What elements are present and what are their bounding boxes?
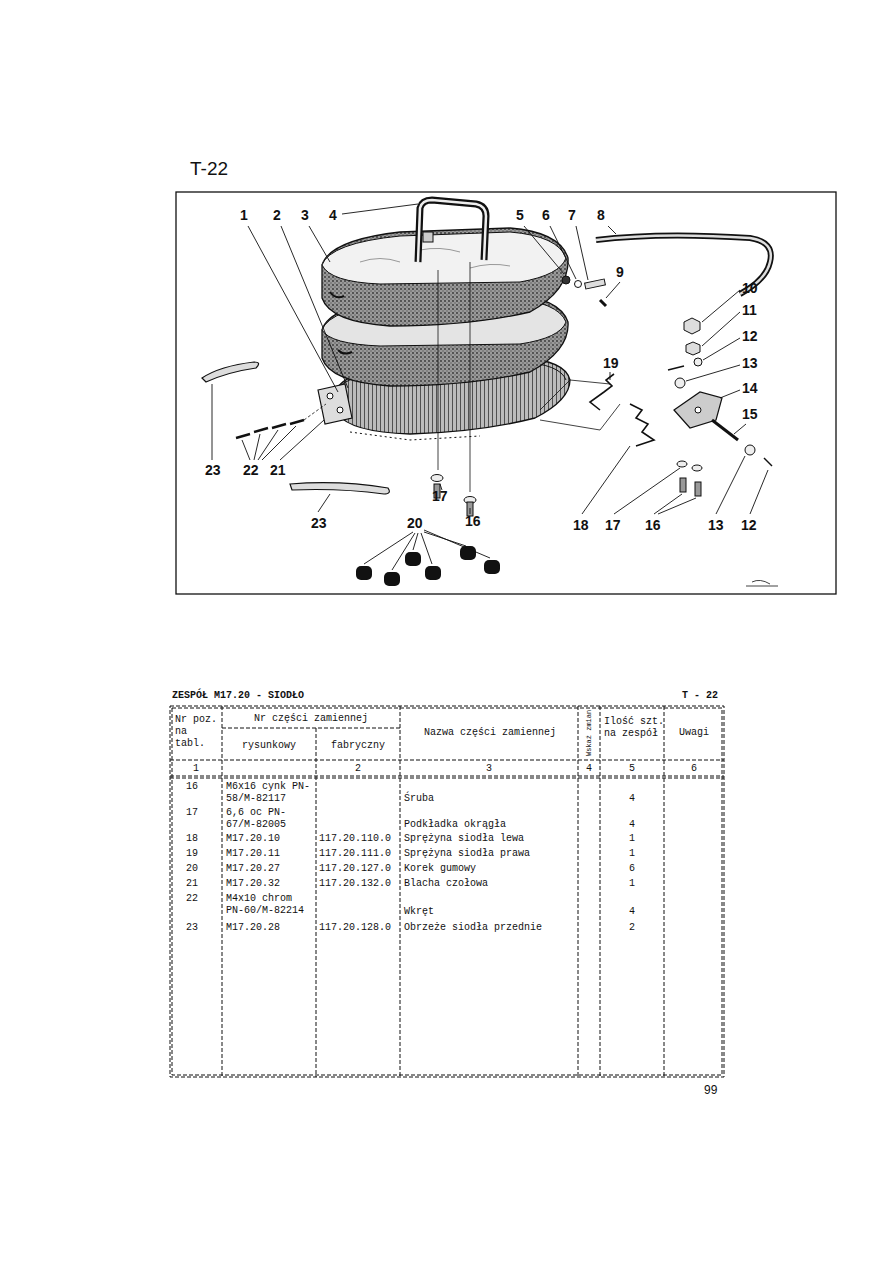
column-number: 3: [486, 763, 492, 775]
table-cell: Wkręt: [404, 906, 434, 918]
callout-number: 12: [741, 517, 757, 533]
table-cell: Blacha czołowa: [404, 878, 488, 890]
table-cell: Sprężyna siodła lewa: [404, 833, 524, 845]
column-header: Wskaź zmian: [585, 710, 593, 756]
callout-number: 10: [742, 280, 758, 296]
table-cell: 16: [186, 781, 198, 793]
table-cell: 117.20.132.0: [319, 878, 391, 890]
column-number: 4: [586, 763, 592, 775]
column-header: Nazwa części zamiennej: [424, 727, 556, 739]
column-header: Ilość szt. na zespół: [604, 716, 664, 740]
callout-number: 23: [205, 462, 221, 478]
table-cell: 4: [629, 819, 635, 831]
table-cell: 4: [629, 793, 635, 805]
page-code: T-22: [190, 158, 228, 180]
callout-number: 14: [742, 380, 758, 396]
table-cell: M17.20.10: [226, 833, 280, 845]
callout-number: 13: [742, 355, 758, 371]
callout-number: 13: [708, 517, 724, 533]
column-number: 6: [691, 763, 697, 775]
callout-number: 3: [301, 207, 309, 223]
column-header: Nr części zamiennej: [254, 713, 368, 725]
callout-number: 16: [645, 517, 661, 533]
callout-number: 15: [742, 406, 758, 422]
callout-number: 19: [603, 355, 619, 371]
callout-number: 4: [329, 207, 337, 223]
table-cell: 19: [186, 848, 198, 860]
callout-number: 22: [243, 462, 259, 478]
callout-number: 7: [568, 207, 576, 223]
table-cell: 117.20.110.0: [319, 833, 391, 845]
table-cell: M6x16 cynk PN-58/M-82117: [226, 781, 314, 805]
table-cell: 1: [629, 833, 635, 845]
table-cell: M17.20.27: [226, 863, 280, 875]
table-heading: ZESPÓŁ M17.20 - SIODŁO: [172, 690, 304, 702]
table-cell: 21: [186, 878, 198, 890]
table-cell: Korek gumowy: [404, 863, 476, 875]
callout-number: 6: [542, 207, 550, 223]
table-cell: M17.20.28: [226, 922, 280, 934]
callout-number: 17: [605, 517, 621, 533]
callout-number: 21: [270, 462, 286, 478]
callout-number: 1: [240, 207, 248, 223]
column-number: 5: [629, 763, 635, 775]
page-number: 99: [704, 1084, 717, 1096]
table-cell: 23: [186, 922, 198, 934]
table-cell: 20: [186, 863, 198, 875]
callout-number: 2: [273, 207, 281, 223]
callout-number: 17: [432, 488, 448, 504]
page-code: T - 22: [682, 690, 718, 702]
callout-number: 23: [311, 515, 327, 531]
table-cell: 4: [629, 906, 635, 918]
callout-number: 5: [516, 207, 524, 223]
table-cell: 6,6 oc PN-67/M-82005: [226, 807, 314, 831]
table-cell: 117.20.127.0: [319, 863, 391, 875]
callout-number: 8: [597, 207, 605, 223]
table-cell: M17.20.32: [226, 878, 280, 890]
callout-number: 20: [407, 515, 423, 531]
column-number: 1: [193, 763, 199, 775]
callout-number: 18: [573, 517, 589, 533]
table-cell: M4x10 chrom PN-60/M-82214: [226, 893, 314, 917]
table-cell: Obrzeże siodła przednie: [404, 922, 542, 934]
table-cell: 17: [186, 807, 198, 819]
callout-number: 9: [616, 264, 624, 280]
table-cell: 117.20.111.0: [319, 848, 391, 860]
table-cell: 1: [629, 878, 635, 890]
table-cell: Podkładka okrągła: [404, 819, 506, 831]
column-header: rysunkowy: [242, 740, 296, 752]
callout-number: 11: [742, 302, 757, 318]
table-cell: 117.20.128.0: [319, 922, 391, 934]
column-header: fabryczny: [331, 740, 385, 752]
table-cell: Śruba: [404, 793, 434, 805]
table-cell: 22: [186, 893, 198, 905]
table-cell: 6: [629, 863, 635, 875]
table-cell: 2: [629, 922, 635, 934]
table-cell: 1: [629, 848, 635, 860]
table-cell: M17.20.11: [226, 848, 280, 860]
callout-number: 16: [465, 513, 481, 529]
column-header: Uwagi: [679, 727, 709, 739]
table-cell: 18: [186, 833, 198, 845]
column-number: 2: [355, 763, 361, 775]
table-cell: Sprężyna siodła prawa: [404, 848, 530, 860]
column-header: Nr poz. na tabl.: [175, 714, 221, 750]
callout-number: 12: [742, 328, 758, 344]
